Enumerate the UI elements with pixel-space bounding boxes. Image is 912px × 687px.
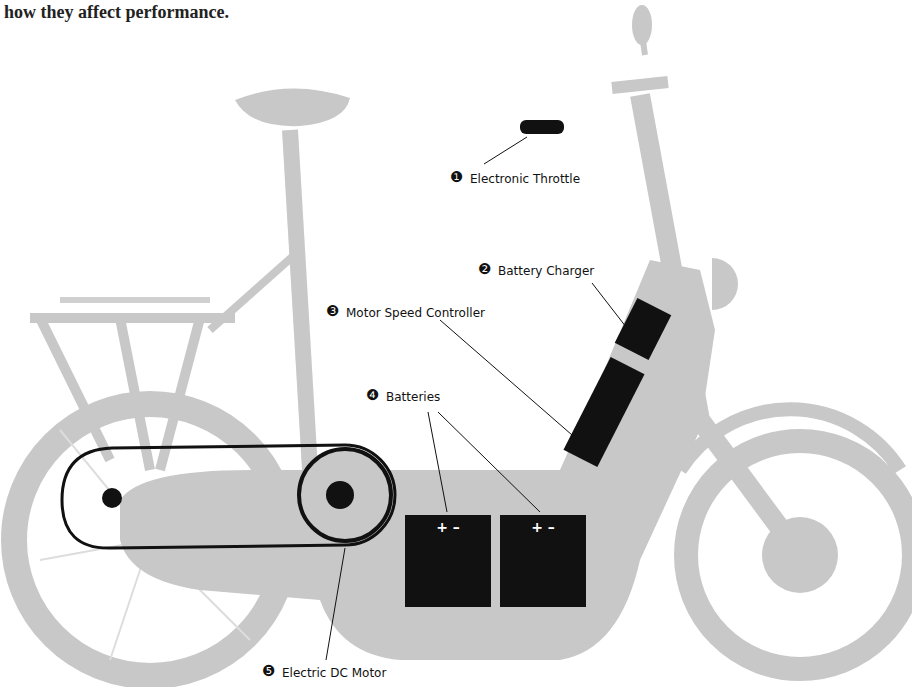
callout-number: ❶ xyxy=(450,170,463,184)
page-heading: how they affect performance. xyxy=(4,2,229,22)
battery-terminals: + – xyxy=(500,515,586,535)
motor-speed-controller xyxy=(563,357,644,467)
electronic-throttle xyxy=(520,120,564,134)
part-label: Electronic Throttle xyxy=(470,172,580,186)
callout-number: ❸ xyxy=(326,304,339,318)
callout-number: ❷ xyxy=(478,262,491,276)
seat-post xyxy=(290,130,310,470)
battery: + – xyxy=(500,515,586,607)
part-label: Battery Charger xyxy=(498,264,594,278)
part-label: Electric DC Motor xyxy=(282,666,386,680)
frame-body xyxy=(120,260,715,660)
dc-motor xyxy=(299,449,391,541)
part-label: Motor Speed Controller xyxy=(346,306,485,320)
part-label: Batteries xyxy=(386,390,440,404)
headlight xyxy=(712,258,738,310)
callout-number: ❹ xyxy=(366,388,379,402)
seat xyxy=(235,88,350,126)
battery-terminals: + – xyxy=(405,515,491,535)
battery-charger xyxy=(615,298,672,360)
front-wheel xyxy=(686,441,912,669)
battery: + – xyxy=(405,515,491,607)
chain xyxy=(62,445,395,548)
callout-number: ❺ xyxy=(262,664,275,678)
